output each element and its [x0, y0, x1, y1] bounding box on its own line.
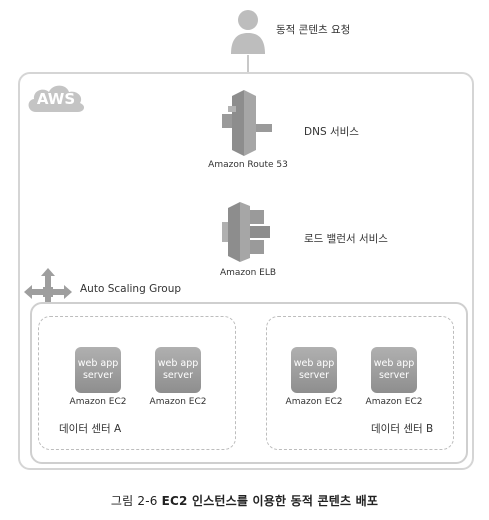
datacenter-b: web app server Amazon EC2 web app server… — [266, 316, 454, 450]
datacenter-a-label: 데이터 센터 A — [59, 423, 122, 435]
aws-badge-text: AWS — [36, 90, 76, 108]
ec2-instance-b1: web app server — [291, 347, 337, 393]
ec2-caption-b2: Amazon EC2 — [365, 397, 423, 407]
figure-caption-text: EC2 인스턴스를 이용한 동적 콘텐츠 배포 — [161, 494, 379, 508]
datacenter-b-label: 데이터 센터 B — [371, 423, 434, 435]
aws-cloud-icon: AWS — [24, 80, 88, 116]
datacenter-a: web app server Amazon EC2 web app server… — [38, 316, 236, 450]
user-request-label: 동적 콘텐츠 요청 — [276, 24, 351, 36]
figure-caption-prefix: 그림 2-6 — [110, 494, 158, 508]
ec2-instance-a2: web app server — [155, 347, 201, 393]
dns-service-label: DNS 서비스 — [304, 126, 359, 138]
ec2-instance-a1: web app server — [75, 347, 121, 393]
ec2-caption-a2: Amazon EC2 — [149, 397, 207, 407]
ec2-caption-a1: Amazon EC2 — [69, 397, 127, 407]
route53-icon — [222, 90, 276, 156]
elb-icon — [220, 200, 276, 264]
load-balancer-service-label: 로드 밸런서 서비스 — [304, 233, 388, 245]
figure-caption: 그림 2-6 EC2 인스턴스를 이용한 동적 콘텐츠 배포 — [0, 492, 489, 509]
route53-caption: Amazon Route 53 — [208, 160, 288, 170]
elb-caption: Amazon ELB — [219, 268, 277, 278]
auto-scaling-group-label: Auto Scaling Group — [80, 283, 182, 295]
ec2-instance-b2: web app server — [371, 347, 417, 393]
user-icon — [228, 6, 268, 56]
ec2-caption-b1: Amazon EC2 — [285, 397, 343, 407]
